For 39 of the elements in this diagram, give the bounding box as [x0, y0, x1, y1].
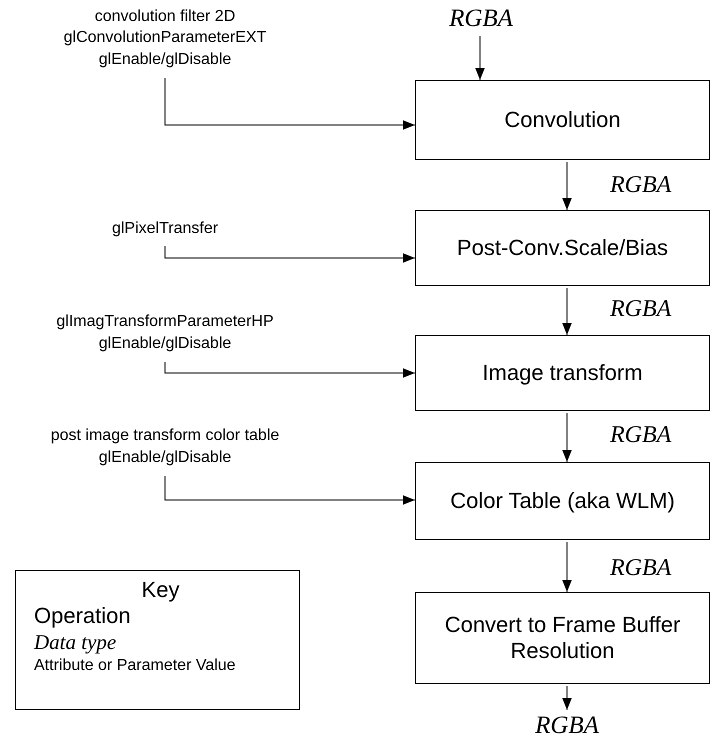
arrow — [475, 36, 485, 80]
operation-box — [415, 462, 710, 540]
operation-label: Convert to Frame Buffer Resolution — [444, 612, 682, 664]
edge-label: RGBA — [610, 173, 672, 197]
operation-box — [415, 335, 710, 411]
operation-label: Image transform — [482, 360, 643, 386]
attribute-label: glEnable/glDisable — [98, 50, 232, 70]
key-box — [15, 570, 300, 710]
attribute-label: convolution filter 2D — [94, 6, 236, 27]
attribute-label: glPixelTransfer — [112, 219, 218, 240]
attribute-label: glConvolutionParameterEXT — [64, 28, 266, 48]
arrow — [562, 288, 572, 336]
arrow — [164, 78, 416, 130]
operation-label: Post-Conv.Scale/Bias — [456, 234, 668, 262]
data-type-label: RGBA — [535, 712, 599, 740]
key-title: Key — [142, 577, 180, 604]
arrow — [164, 362, 416, 378]
arrow — [164, 246, 416, 263]
operation-box — [415, 80, 710, 160]
attribute-label: glEnable/glDisable — [98, 334, 232, 354]
arrow — [562, 162, 572, 210]
arrow — [562, 686, 572, 710]
edge-label: RGBA — [610, 423, 672, 447]
edge-label: RGBA — [610, 556, 672, 580]
edge-label: RGBA — [610, 297, 672, 321]
data-type-label: RGBA — [449, 5, 513, 33]
key-attribute-sample: Attribute or Parameter Value — [34, 656, 236, 676]
attribute-label: post image transform color table — [50, 426, 280, 446]
key-data-type-sample: Data type — [34, 630, 116, 655]
arrow — [164, 476, 416, 505]
arrow — [562, 412, 572, 462]
arrow — [562, 542, 572, 592]
operation-label: Color Table (aka WLM) — [450, 488, 675, 514]
attribute-label: glEnable/glDisable — [98, 448, 232, 468]
key-operation-sample: Operation — [34, 603, 131, 630]
attribute-label: glImagTransformParameterHP — [56, 312, 274, 332]
operation-box — [415, 210, 710, 286]
operation-box — [415, 592, 710, 684]
operation-label: Convolution — [504, 106, 621, 134]
